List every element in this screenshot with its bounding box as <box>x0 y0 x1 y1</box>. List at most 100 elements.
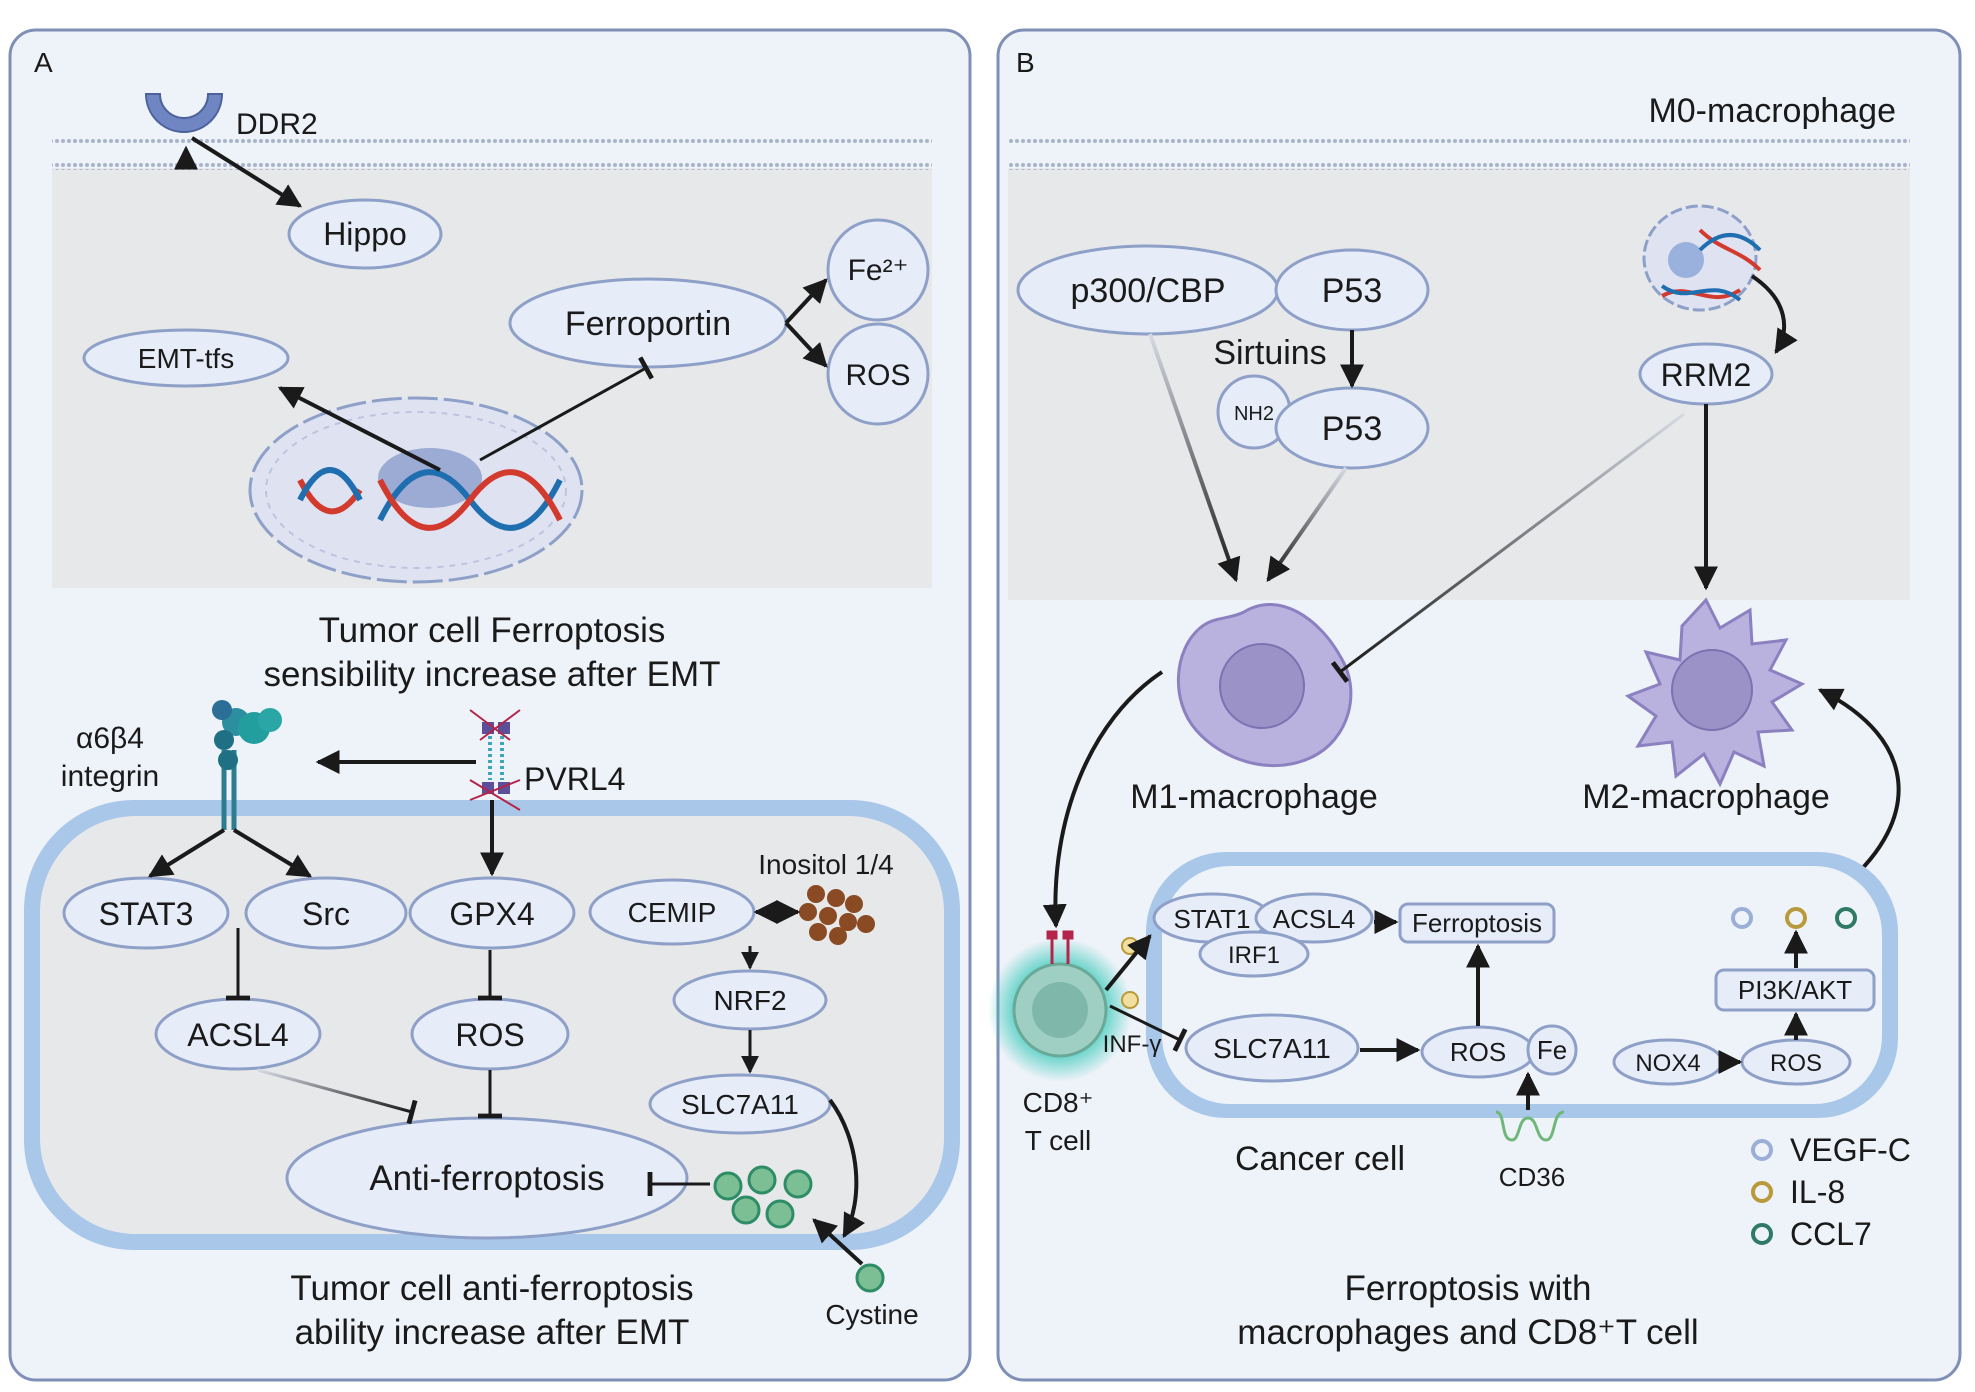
p300-label: p300/CBP <box>1071 272 1226 310</box>
fe2-label: Fe²⁺ <box>848 254 909 287</box>
legend-swatch-2 <box>1751 1223 1773 1245</box>
inf-label: INF-γ <box>1103 1031 1162 1058</box>
stat3-node <box>62 876 230 950</box>
cd36-receptor-icon <box>1495 1110 1565 1142</box>
cancer-cell-label: Cancer cell <box>1235 1140 1405 1178</box>
edge-ferroportin-ros <box>784 321 828 368</box>
ferroportin-label: Ferroportin <box>565 305 731 343</box>
fe2-node <box>826 218 930 322</box>
m1-label: M1-macrophage <box>1130 778 1378 816</box>
membrane-top-a <box>52 137 932 170</box>
nrf2-node <box>672 969 828 1031</box>
pi3k-box <box>1714 968 1876 1012</box>
src-node <box>244 876 408 950</box>
integrin-icon <box>212 700 282 830</box>
edge-ferroportin-fe <box>784 278 828 325</box>
edge-rrm2-m1 <box>1330 412 1685 684</box>
stat1-label: STAT1 <box>1173 904 1250 934</box>
edge-p300-m1 <box>1148 333 1241 583</box>
edge-p53-m1 <box>1266 466 1348 582</box>
hippo-node <box>287 198 443 270</box>
stat3-label: STAT3 <box>99 896 194 932</box>
slc7a11-a-node <box>648 1073 832 1135</box>
membrane-top-b <box>1008 137 1910 170</box>
tcell-receptor-icon <box>1046 930 1074 964</box>
ferroptosis-box <box>1398 902 1556 944</box>
edge-tcell-stat1 <box>1104 934 1152 992</box>
edge-tcell-slc <box>1109 1004 1188 1052</box>
caption-top-a-line2: sensibility increase after EMT <box>263 655 720 694</box>
gpx4-label: GPX4 <box>449 896 534 932</box>
p53-bottom-label: P53 <box>1322 410 1383 448</box>
pvrl4-label: PVRL4 <box>524 761 625 797</box>
legend-label-0: VEGF-C <box>1790 1132 1911 1168</box>
caption-b-line2: macrophages and CD8⁺T cell <box>1237 1313 1698 1352</box>
nh2-label: NH2 <box>1234 403 1274 425</box>
cd36-label: CD36 <box>1499 1162 1565 1192</box>
edge-acsl4-anti <box>257 1068 418 1125</box>
emt-tfs-label: EMT-tfs <box>138 343 234 374</box>
hippo-label: Hippo <box>323 216 407 252</box>
cd8-label-1: CD8⁺ <box>1023 1087 1094 1118</box>
ros-b-label: ROS <box>1450 1037 1506 1067</box>
edge-ddr2-hippo <box>190 136 303 208</box>
m0-label: M0-macrophage <box>1648 92 1896 130</box>
panel-a: A DDR2 Hippo EMT-tfs Ferroportin Fe²⁺ RO… <box>8 28 972 1382</box>
edge-integrin-stat3 <box>147 828 226 878</box>
caption-b-line1: Ferroptosis with <box>1344 1269 1591 1308</box>
cystine-cluster-icon <box>713 1165 813 1229</box>
integrin-label-1: α6β4 <box>76 722 144 755</box>
nrf2-label: NRF2 <box>713 985 786 1016</box>
vegf-dot-cell <box>1731 907 1753 929</box>
caption-bottom-a-line2: ability increase after EMT <box>295 1313 690 1352</box>
acsl4-b-label: ACSL4 <box>1273 904 1355 934</box>
inf-dot-2 <box>1121 991 1139 1009</box>
edge-cystine-cluster <box>812 1218 864 1266</box>
cd8-label-2: T cell <box>1025 1125 1091 1156</box>
panel-b: B M0-macrophage p300/CBP P53 Sirtuins NH… <box>988 28 1962 1382</box>
panel-b-letter: B <box>1016 47 1035 78</box>
acsl4-a-label: ACSL4 <box>187 1017 288 1053</box>
src-label: Src <box>302 896 350 932</box>
tcell-nucleus <box>1032 982 1088 1038</box>
anti-ferroptosis-label: Anti-ferroptosis <box>369 1159 604 1198</box>
ros-mid-label: ROS <box>455 1017 524 1053</box>
slc7a11-b-label: SLC7A11 <box>1213 1033 1331 1064</box>
fe-label: Fe <box>1537 1035 1567 1065</box>
edge-nucleus-ferroportin <box>479 356 654 462</box>
edge-slc-cystine <box>828 1098 865 1239</box>
caption-bottom-a-line1: Tumor cell anti-ferroptosis <box>290 1269 693 1308</box>
ddr2-label: DDR2 <box>236 108 318 141</box>
emt-tfs-node <box>82 328 290 388</box>
acsl4-b-node <box>1254 892 1374 944</box>
ros-top-label: ROS <box>845 359 910 392</box>
edge-integrin-src <box>232 828 313 878</box>
fe-node <box>1526 1024 1578 1076</box>
edge-nucleus-emt <box>277 386 441 472</box>
slc7a11-a-label: SLC7A11 <box>681 1089 799 1120</box>
cystine-icon <box>855 1263 885 1293</box>
ros-top-node <box>826 322 930 426</box>
irf1-node <box>1198 930 1310 978</box>
cemip-label: CEMIP <box>628 897 717 928</box>
il8-dot-cell <box>1785 907 1807 929</box>
sirtuins-label: Sirtuins <box>1213 334 1326 372</box>
panel-b-cell-region <box>1008 168 1910 600</box>
m2-macrophage-icon <box>1624 597 1806 788</box>
pvrl4-icon <box>469 709 521 811</box>
integrin-label-2: integrin <box>61 760 159 793</box>
caption-top-a-line1: Tumor cell Ferroptosis <box>319 611 666 650</box>
m2-label: M2-macrophage <box>1582 778 1830 816</box>
nox4-label: NOX4 <box>1635 1050 1700 1077</box>
edge-m1-tcell <box>1042 670 1164 929</box>
legend-label-2: CCL7 <box>1790 1216 1872 1252</box>
nucleus-dna-icon <box>248 396 584 584</box>
legend-label-1: IL-8 <box>1790 1174 1845 1210</box>
legend-swatch-1 <box>1751 1181 1773 1203</box>
panel-a-letter: A <box>34 47 53 78</box>
edge-nucleus-rrm2 <box>1750 274 1798 355</box>
edge-cancer-m2 <box>1817 688 1901 886</box>
irf1-label: IRF1 <box>1228 942 1280 969</box>
